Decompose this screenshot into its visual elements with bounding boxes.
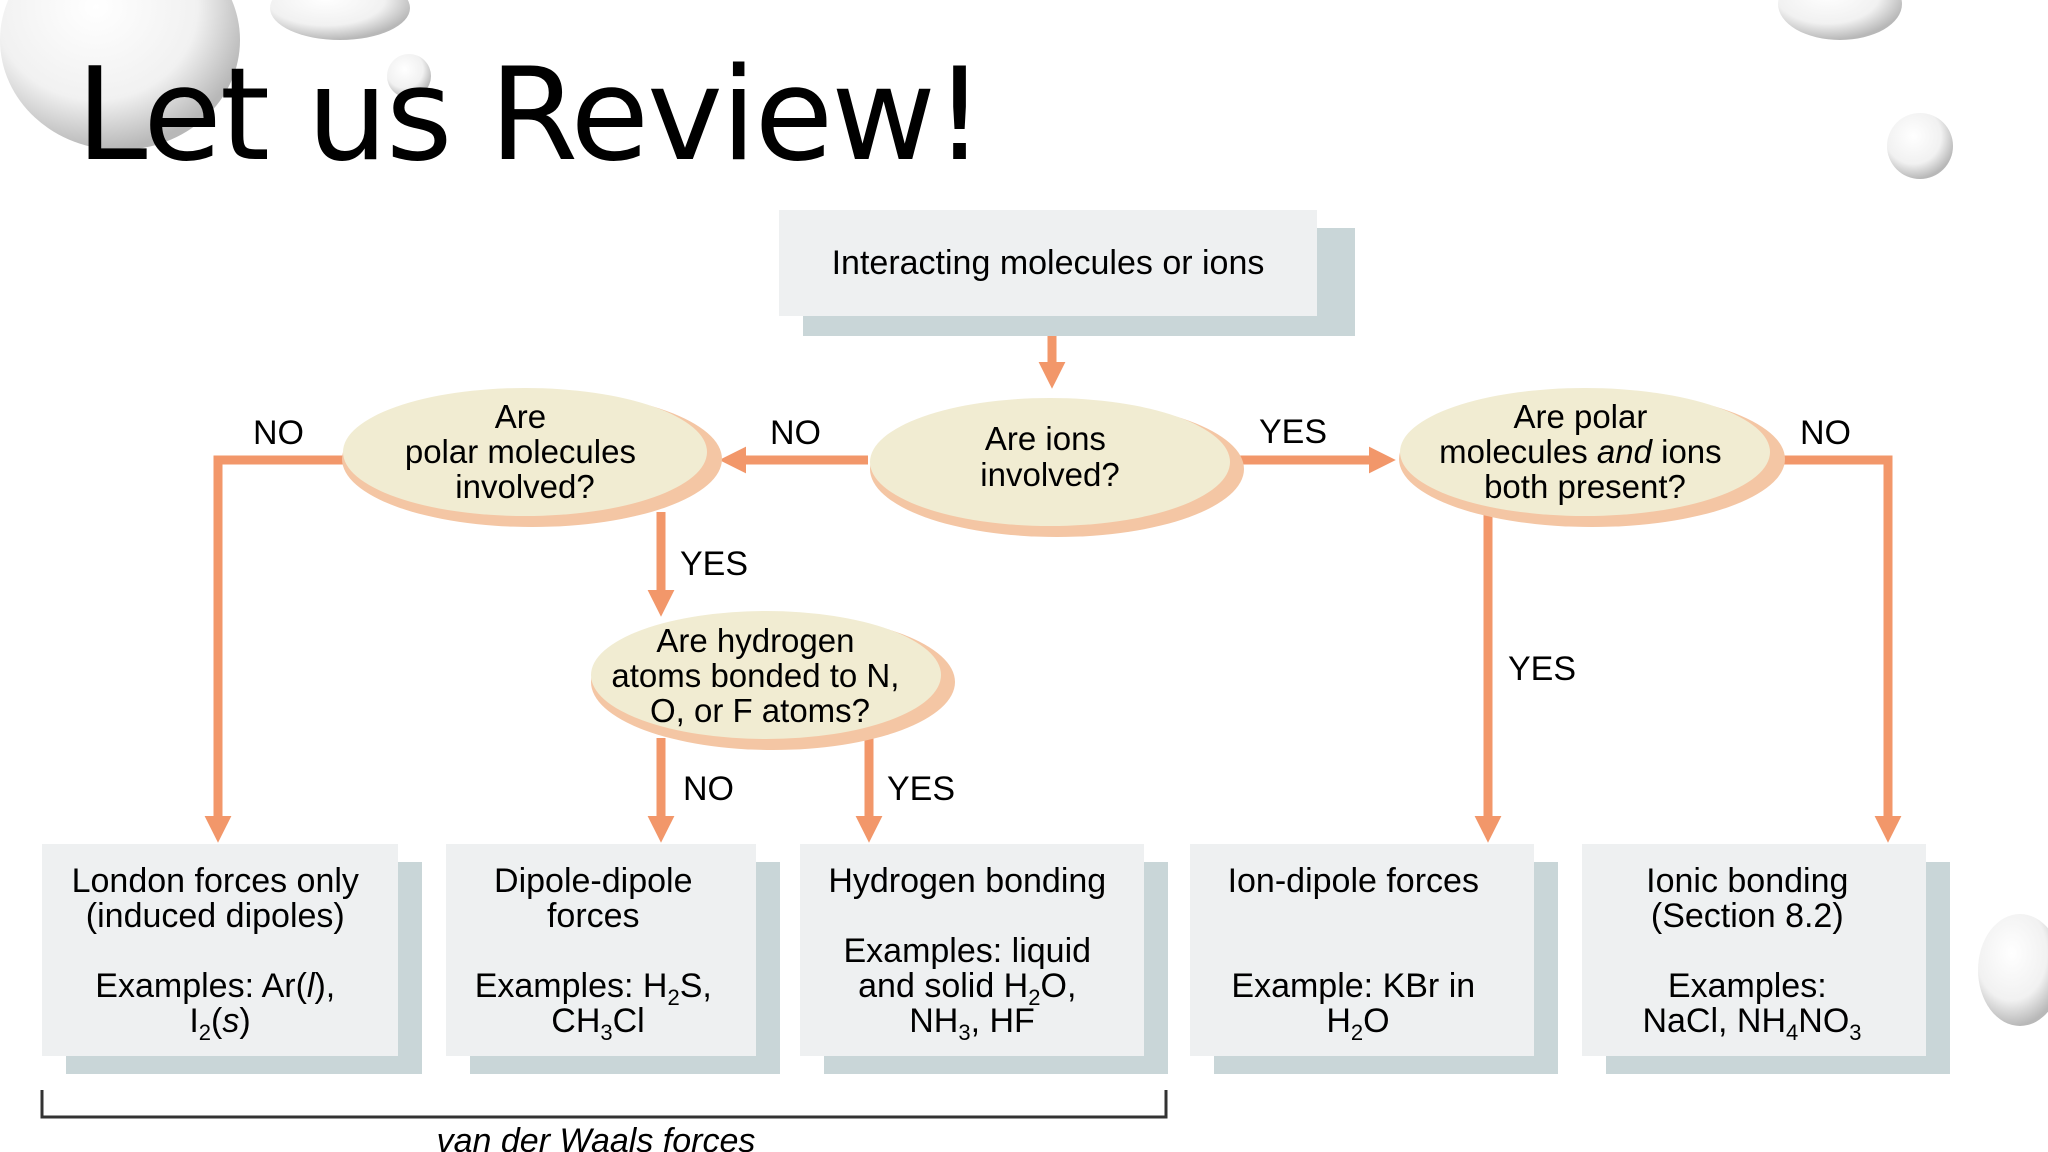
dipole-ex2-b: 3 bbox=[600, 1020, 612, 1045]
slide-title: Let us Review! bbox=[76, 41, 985, 190]
dipole-line-1: Dipole-dipole bbox=[494, 862, 692, 900]
svg-text:Are polar molecules and: Are polar molecules and ions both presen… bbox=[1439, 398, 1731, 505]
label-no-ions: NO bbox=[770, 414, 821, 452]
ionic-ex2-d: 3 bbox=[1849, 1020, 1861, 1045]
polar-line-3: involved? bbox=[455, 468, 594, 505]
dipole-ex-c: S, bbox=[680, 967, 712, 1005]
droplet-top bbox=[270, 0, 410, 40]
iondipole-ex2-a: H bbox=[1326, 1002, 1351, 1040]
arrow-polar-no bbox=[204, 455, 350, 843]
iondipole-ex2-c: O bbox=[1363, 1002, 1389, 1040]
label-no-polarions: NO bbox=[1800, 414, 1851, 452]
svg-text:Are hydrogen atoms bonde: Are hydrogen atoms bonded to N, O, or F … bbox=[611, 622, 908, 729]
london-ex2-a: I bbox=[189, 1002, 198, 1040]
label-yes-hydrogen: YES bbox=[887, 770, 955, 808]
dipole-ex-b: 2 bbox=[667, 985, 679, 1010]
polar-ions-line-3: both present? bbox=[1484, 468, 1686, 505]
result-ionic: Ionic bonding (Section 8.2) Examples: Na… bbox=[1582, 844, 1950, 1074]
svg-text:London forces only (indu: London forces only (induced dipoles) Exa… bbox=[72, 862, 369, 1045]
london-ex-c: ), bbox=[314, 967, 335, 1005]
droplet-small bbox=[387, 54, 431, 98]
vdw-label: van der Waals forces bbox=[437, 1122, 756, 1152]
hbond-ex2-c: O, bbox=[1041, 967, 1077, 1005]
svg-text:Dipole-dipole forces: Dipole-dipole forces Examples: H2S, CH3C… bbox=[475, 862, 722, 1045]
hbond-ex3-a: NH bbox=[909, 1002, 958, 1040]
dipole-ex2-a: CH bbox=[551, 1002, 600, 1040]
result-dipole: Dipole-dipole forces Examples: H2S, CH3C… bbox=[446, 844, 780, 1074]
hbond-ex3-b: 3 bbox=[958, 1020, 970, 1045]
london-ex-b: l bbox=[307, 967, 316, 1005]
polar-line-1: Are bbox=[495, 398, 546, 435]
london-ex2-c: ( bbox=[211, 1002, 223, 1040]
droplet-top-right bbox=[1778, 0, 1902, 40]
decision-ions: Are ions involved? bbox=[870, 398, 1244, 537]
hbond-ex-1: Examples: liquid bbox=[843, 932, 1091, 970]
droplet-large bbox=[0, 0, 240, 150]
decision-polar-ions: Are polar molecules and ions both presen… bbox=[1399, 388, 1785, 527]
svg-text:Are polar molecules: Are polar molecules involved? bbox=[405, 398, 645, 505]
svg-text:Are ions involved?: Are ions involved? bbox=[980, 420, 1119, 493]
start-box: Interacting molecules or ions bbox=[779, 210, 1355, 336]
result-london: London forces only (induced dipoles) Exa… bbox=[42, 844, 422, 1074]
hbond-ex2-a: and solid H bbox=[858, 967, 1028, 1005]
london-ex2-b: 2 bbox=[199, 1020, 211, 1045]
hydrogen-line-2: atoms bonded to N, bbox=[611, 657, 899, 694]
result-hbond: Hydrogen bonding Examples: liquid and so… bbox=[800, 844, 1168, 1074]
ions-line-1: Are ions bbox=[985, 420, 1106, 457]
ions-line-2: involved? bbox=[980, 456, 1119, 493]
iondipole-ex-1: Example: KBr in bbox=[1231, 967, 1475, 1005]
london-ex2-d: s bbox=[222, 1002, 239, 1040]
polar-ions-line-2c: ions bbox=[1652, 433, 1722, 470]
hbond-line-1: Hydrogen bonding bbox=[828, 862, 1106, 900]
label-no-hydrogen: NO bbox=[683, 770, 734, 808]
svg-text:Hydrogen bonding Example: Hydrogen bonding Examples: liquid and so… bbox=[828, 862, 1115, 1045]
label-yes-polarions: YES bbox=[1508, 650, 1576, 688]
polar-ions-line-2a: molecules bbox=[1439, 433, 1597, 470]
ionic-ex-1: Examples: bbox=[1668, 967, 1827, 1005]
hbond-ex2-b: 2 bbox=[1028, 985, 1040, 1010]
london-ex2-e: ) bbox=[239, 1002, 250, 1040]
label-no-polar: NO bbox=[253, 414, 304, 452]
decision-polar: Are polar molecules involved? bbox=[342, 388, 722, 527]
london-line-1: London forces only bbox=[72, 862, 359, 900]
iondipole-line-1: Ion-dipole forces bbox=[1228, 862, 1479, 900]
polar-ions-line-1: Are polar bbox=[1513, 398, 1647, 435]
london-line-2: (induced dipoles) bbox=[86, 897, 345, 935]
droplet-right bbox=[1887, 113, 1953, 179]
london-ex-a: Examples: Ar( bbox=[95, 967, 307, 1005]
decision-hydrogen: Are hydrogen atoms bonded to N, O, or F … bbox=[591, 611, 955, 750]
hbond-ex3-c: , HF bbox=[971, 1002, 1035, 1040]
ionic-ex2-a: NaCl, NH bbox=[1642, 1002, 1786, 1040]
hydrogen-line-1: Are hydrogen bbox=[656, 622, 854, 659]
label-yes-polar: YES bbox=[680, 545, 748, 583]
ionic-line-2: (Section 8.2) bbox=[1651, 897, 1844, 935]
start-label: Interacting molecules or ions bbox=[832, 244, 1265, 282]
dipole-ex-a: Examples: H bbox=[475, 967, 668, 1005]
polar-line-2: polar molecules bbox=[405, 433, 636, 470]
hydrogen-line-3: O, or F atoms? bbox=[650, 692, 870, 729]
iondipole-ex2-b: 2 bbox=[1351, 1020, 1363, 1045]
dipole-line-2: forces bbox=[547, 897, 640, 935]
ionic-line-1: Ionic bonding bbox=[1646, 862, 1848, 900]
polar-ions-line-2b: and bbox=[1597, 433, 1654, 470]
svg-text:Ionic bonding (Section 8: Ionic bonding (Section 8.2) Examples: Na… bbox=[1642, 862, 1861, 1045]
result-iondipole: Ion-dipole forces Example: KBr in H2O bbox=[1190, 844, 1558, 1074]
ionic-ex2-c: NO bbox=[1798, 1002, 1849, 1040]
vdw-bracket bbox=[40, 1090, 1168, 1119]
ionic-ex2-b: 4 bbox=[1786, 1020, 1798, 1045]
label-yes-ions: YES bbox=[1259, 413, 1327, 451]
droplet-edge bbox=[1978, 914, 2048, 1026]
dipole-ex2-c: Cl bbox=[613, 1002, 645, 1040]
svg-text:Ion-dipole forces Exampl: Ion-dipole forces Example: KBr in H2O bbox=[1228, 862, 1489, 1045]
arrow-polarions-no bbox=[1758, 455, 1902, 843]
